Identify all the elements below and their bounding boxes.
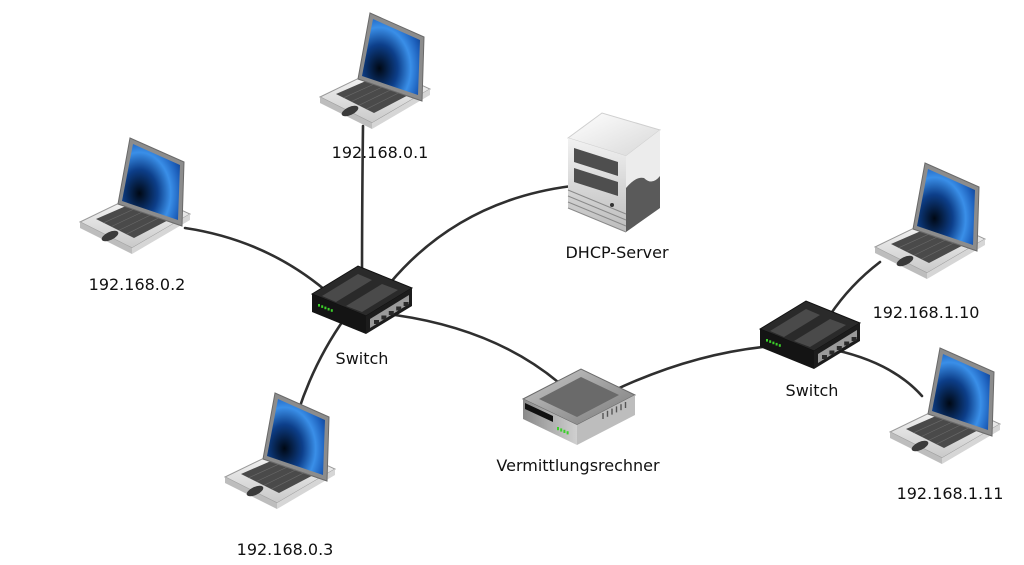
laptop-node-pc3[interactable] [223, 392, 337, 509]
vent-line [567, 201, 627, 227]
laptop-screen [362, 19, 420, 95]
laptop-node-pc1[interactable] [318, 12, 432, 129]
vent-line [567, 195, 627, 221]
switch-stripe [770, 309, 820, 337]
server-shadow [626, 176, 660, 232]
ethernet-port [403, 302, 409, 306]
switch-stripe [322, 274, 372, 302]
status-led [560, 428, 563, 432]
laptop-icon [223, 392, 337, 509]
status-led [778, 344, 781, 347]
node-label: Switch [786, 381, 839, 400]
status-led [772, 341, 775, 345]
laptop-icon [873, 162, 987, 279]
node-label: 192.168.1.10 [873, 303, 980, 322]
router-node-router[interactable] [521, 368, 637, 445]
status-led [766, 339, 768, 342]
label-layer: 192.168.0.1 192.168.0.2 192.168.0.3 Switch D… [89, 143, 1004, 559]
status-led [318, 304, 320, 307]
cable-sw2-pc11 [823, 346, 924, 398]
laptop-screen [122, 144, 180, 220]
server-node-dhcp[interactable] [566, 112, 662, 233]
cable-router-sw2 [613, 343, 787, 392]
ethernet-port [381, 315, 387, 320]
switch-stripe [794, 319, 846, 347]
server-icon [566, 112, 662, 233]
ethernet-port [829, 350, 835, 355]
vent-line [567, 189, 627, 215]
node-label: DHCP-Server [565, 243, 668, 262]
ethernet-port [836, 346, 842, 350]
switch-front [760, 329, 814, 369]
drive-bay [574, 148, 618, 176]
switch-node-sw2[interactable] [758, 300, 862, 369]
cable-sw2-pc10 [828, 260, 882, 317]
status-led [321, 305, 324, 308]
status-led [775, 342, 778, 346]
node-label: 192.168.1.11 [897, 484, 1004, 503]
cable-sw1-pc1 [360, 124, 365, 284]
switch-icon [758, 300, 862, 369]
switch-node-sw1[interactable] [310, 265, 414, 334]
ethernet-port [388, 311, 394, 315]
touchpad [246, 485, 264, 497]
ethernet-port [844, 341, 850, 346]
status-led [327, 307, 330, 311]
router-slot [525, 403, 553, 422]
status-led [324, 306, 327, 310]
switch-front [312, 294, 366, 334]
node-label: Vermittlungsrechner [496, 456, 660, 475]
node-label: 192.168.0.1 [332, 143, 429, 162]
device-layer [78, 12, 1002, 509]
connection-layer [183, 124, 924, 414]
laptop-node-pc10[interactable] [873, 162, 987, 279]
cable-sw1-pc2 [183, 226, 327, 292]
status-led [563, 429, 566, 433]
laptop-screen [917, 169, 975, 245]
laptop-icon [78, 137, 192, 254]
node-label: 192.168.0.2 [89, 275, 186, 294]
cable-sw1-dhcp [388, 184, 574, 285]
status-led [330, 309, 333, 312]
status-led [769, 340, 772, 343]
cable-sw1-router [393, 313, 567, 390]
switch-stripe [346, 284, 398, 312]
ethernet-port [851, 337, 857, 341]
touchpad [896, 255, 914, 267]
touchpad [911, 440, 929, 452]
laptop-screen [267, 399, 325, 475]
touchpad [341, 105, 359, 117]
drive-bay [574, 168, 618, 196]
laptop-node-pc11[interactable] [888, 347, 1002, 464]
router-icon [521, 368, 637, 445]
laptop-screen [932, 354, 990, 430]
cable-sw1-pc3 [296, 316, 347, 414]
ethernet-port [822, 355, 827, 359]
laptop-icon [318, 12, 432, 129]
power-button [610, 203, 614, 207]
laptop-node-pc2[interactable] [78, 137, 192, 254]
vent-line [567, 207, 627, 233]
node-label: Switch [336, 349, 389, 368]
touchpad [101, 230, 119, 242]
ethernet-port [374, 320, 379, 324]
router-panel [539, 377, 619, 417]
laptop-icon [888, 347, 1002, 464]
ethernet-port [396, 306, 402, 311]
status-led [557, 427, 559, 431]
node-label: 192.168.0.3 [237, 540, 334, 559]
status-led [566, 431, 569, 435]
switch-icon [310, 265, 414, 334]
